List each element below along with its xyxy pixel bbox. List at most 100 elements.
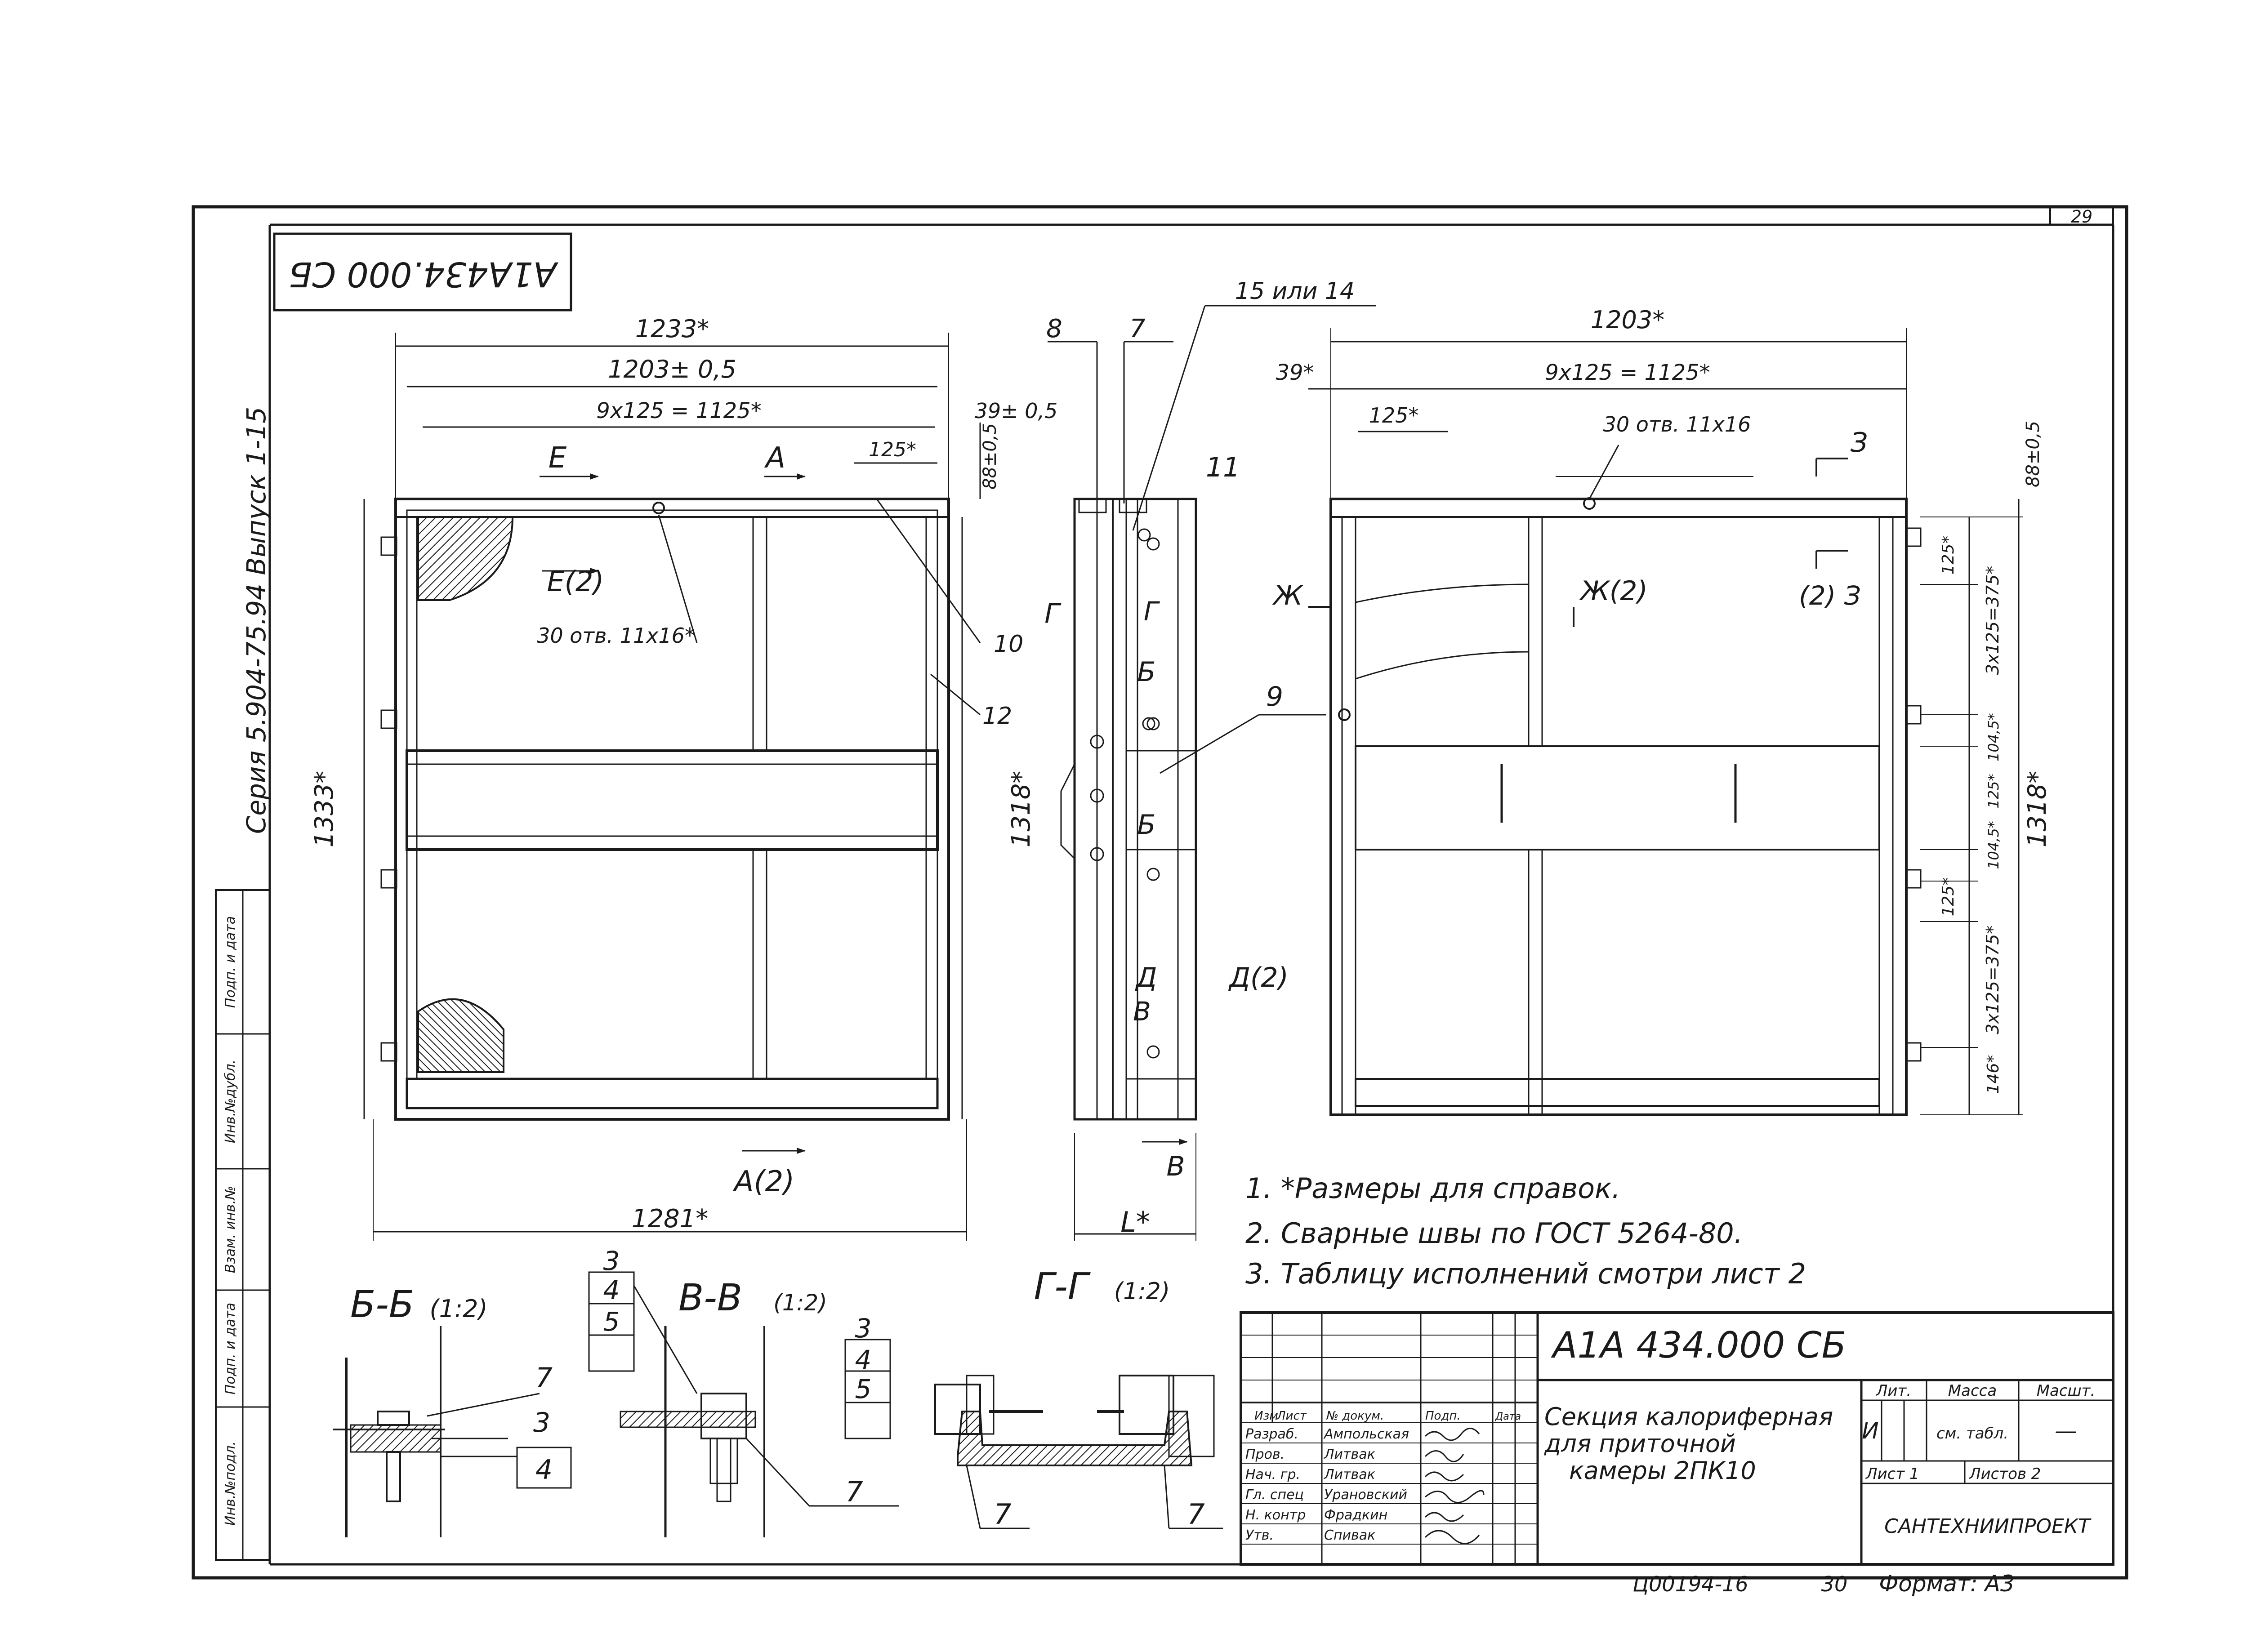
section-gg-pos-7b: 7 bbox=[1187, 1498, 1204, 1531]
footer-code: Ц00194-16 bbox=[1632, 1572, 1748, 1596]
front-pos-10: 10 bbox=[994, 631, 1023, 658]
back-holes-note: 30 отв. 11x16 bbox=[1603, 412, 1751, 436]
section-bb-title: Б-Б bbox=[350, 1283, 414, 1326]
back-dim-125c: 125* bbox=[1939, 877, 1958, 917]
tb-sheet: Лист 1 bbox=[1865, 1465, 1919, 1483]
side-label-g-left: Г bbox=[1044, 598, 1062, 629]
tb-sheets: Листов 2 bbox=[1968, 1465, 2041, 1483]
role-utv: Утв. bbox=[1245, 1527, 1274, 1543]
side-pos-11: 11 bbox=[1206, 452, 1240, 483]
tb-lit-value: И bbox=[1862, 1418, 1878, 1444]
back-dim-1125: 9x125 = 1125* bbox=[1545, 360, 1710, 385]
name-utv: Спивак bbox=[1324, 1527, 1375, 1543]
title-block bbox=[1240, 1311, 2114, 1566]
name-nach: Литвак bbox=[1324, 1467, 1375, 1483]
stamp-podp-2: Подп. и дата bbox=[223, 916, 238, 1008]
side-pos-7: 7 bbox=[1129, 314, 1146, 343]
tb-scale-value: — bbox=[2055, 1418, 2077, 1444]
side-pos-8: 8 bbox=[1046, 314, 1062, 343]
tb-lit-header: Лит. bbox=[1875, 1382, 1911, 1400]
title-designation: А1А 434.000 СБ bbox=[1551, 1324, 1847, 1366]
tb-mass-value: см. табл. bbox=[1936, 1425, 2008, 1443]
name-prov: Литвак bbox=[1324, 1447, 1375, 1462]
side-label-d: Д bbox=[1135, 962, 1157, 993]
side-leaders bbox=[1048, 305, 1376, 1241]
section-gg-pos-4: 4 bbox=[855, 1345, 872, 1375]
side-label-b-bottom: Б bbox=[1137, 809, 1155, 841]
section-vv-pos-4: 4 bbox=[603, 1275, 620, 1305]
section-vv-pos-3: 3 bbox=[603, 1246, 620, 1276]
stamp-inv-podl: Инв.№подл. bbox=[223, 1441, 238, 1526]
back-view bbox=[1329, 497, 1922, 1116]
section-gg-title: Г-Г bbox=[1034, 1265, 1091, 1308]
section-gg-pos-3: 3 bbox=[855, 1313, 872, 1344]
name-gl-spec: Урановский bbox=[1324, 1487, 1407, 1503]
front-dim-39: 39± 0,5 bbox=[975, 399, 1058, 423]
section-vv-pos-5: 5 bbox=[603, 1306, 620, 1337]
col-podp: Подп. bbox=[1425, 1409, 1461, 1423]
section-bb bbox=[333, 1326, 572, 1537]
front-dim-1318: 1318* bbox=[1007, 771, 1036, 848]
back-dim-104b: 104,5* bbox=[1985, 821, 2002, 869]
front-pos-12: 12 bbox=[982, 703, 1012, 730]
title-name-line2: для приточной bbox=[1544, 1429, 1736, 1458]
side-label-v-bottom: В bbox=[1166, 1151, 1185, 1182]
role-nach: Нач. гр. bbox=[1245, 1467, 1300, 1483]
side-label-b-top: Б bbox=[1137, 656, 1155, 688]
stamp-dubl: Инв.№дубл. bbox=[223, 1060, 238, 1143]
title-name-line1: Секция калориферная bbox=[1544, 1403, 1833, 1431]
col-doc: № докум. bbox=[1325, 1409, 1384, 1423]
name-razrab: Ампольская bbox=[1323, 1426, 1409, 1442]
section-bb-pos-7: 7 bbox=[535, 1362, 553, 1394]
series-label: Серия 5.904-75.94 Выпуск 1-15 bbox=[241, 407, 272, 834]
tb-scale-header: Масшт. bbox=[2037, 1382, 2096, 1400]
role-prov: Пров. bbox=[1245, 1447, 1285, 1462]
col-list: Лист bbox=[1276, 1409, 1307, 1423]
note-2: 2. Сварные швы по ГОСТ 5264-80. bbox=[1245, 1217, 1743, 1250]
col-izm: Изм bbox=[1254, 1409, 1278, 1423]
name-n-kontr: Фрадкин bbox=[1324, 1507, 1387, 1523]
back-dim-375b: 3x125=375* bbox=[1983, 926, 2003, 1035]
note-3: 3. Таблицу исполнений смотри лист 2 bbox=[1245, 1257, 1806, 1290]
front-dim-1281: 1281* bbox=[632, 1204, 709, 1233]
back-label-z2: (2) З bbox=[1799, 580, 1861, 611]
sheet-frame bbox=[192, 205, 2128, 1580]
tb-mass-header: Масса bbox=[1948, 1382, 1997, 1400]
back-dim-104a: 104,5* bbox=[1985, 713, 2002, 761]
rotated-code-box bbox=[273, 232, 572, 312]
section-gg-pos-5: 5 bbox=[855, 1374, 872, 1404]
section-gg-pos-7a: 7 bbox=[994, 1498, 1011, 1531]
back-label-zh: Ж bbox=[1272, 580, 1304, 611]
front-dim-1125: 9x125 = 1125* bbox=[596, 398, 761, 423]
front-view bbox=[380, 498, 950, 1121]
page-number: 29 bbox=[2071, 207, 2092, 227]
side-label-g: Г bbox=[1144, 596, 1160, 627]
front-label-e2: Е(2) bbox=[547, 565, 604, 598]
front-dim-88: 88±0,5 bbox=[980, 423, 1000, 490]
side-pos-9: 9 bbox=[1266, 681, 1283, 712]
side-view bbox=[1060, 498, 1197, 1121]
side-pos-15: 15 или 14 bbox=[1235, 278, 1355, 305]
back-label-zh2: Ж(2) bbox=[1579, 575, 1648, 607]
footer-num: 30 bbox=[1821, 1572, 1848, 1596]
section-vv bbox=[588, 1271, 899, 1537]
side-dim-l: L* bbox=[1120, 1206, 1150, 1238]
front-dim-1333: 1333* bbox=[310, 771, 339, 848]
role-gl-spec: Гл. спец bbox=[1245, 1487, 1304, 1503]
back-dim-1318: 1318* bbox=[2023, 771, 2052, 848]
footer-format: Формат: А3 bbox=[1879, 1571, 2015, 1597]
back-dim-125b: 125* bbox=[1985, 774, 2002, 808]
section-gg bbox=[844, 1339, 1223, 1529]
back-dim-146: 146* bbox=[1984, 1055, 2003, 1094]
stamp-vzam: Взам. инв.№ bbox=[223, 1186, 238, 1273]
note-1: 1. *Размеры для справок. bbox=[1245, 1172, 1620, 1205]
rotated-code: А1А434.000 СБ bbox=[289, 254, 559, 294]
side-stamp bbox=[215, 889, 271, 1561]
side-label-d2: Д(2) bbox=[1228, 962, 1289, 993]
role-razrab: Разраб. bbox=[1245, 1426, 1298, 1442]
section-bb-pos-4: 4 bbox=[535, 1454, 553, 1486]
section-vv-pos-7: 7 bbox=[845, 1475, 863, 1508]
back-dim-125: 125* bbox=[1369, 403, 1419, 427]
back-dim-39: 39* bbox=[1276, 360, 1314, 385]
col-date: Дата bbox=[1495, 1411, 1521, 1422]
